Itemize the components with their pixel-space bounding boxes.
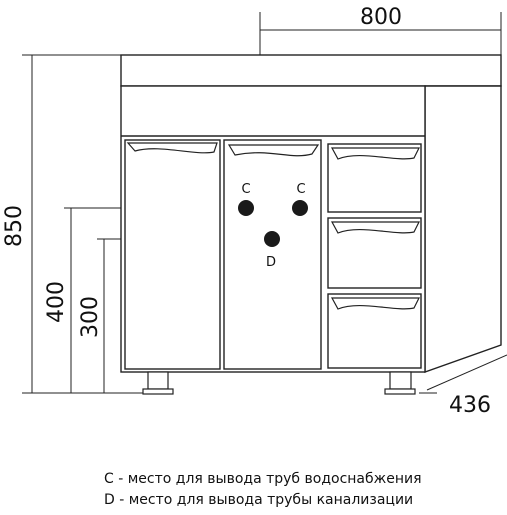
drain-label: D xyxy=(266,255,276,270)
middle-door-handle xyxy=(227,144,320,157)
supply-point-right xyxy=(292,200,308,216)
middle-door xyxy=(223,139,322,370)
depth-dimension-line xyxy=(426,354,507,391)
drawer-top-handle xyxy=(330,147,420,160)
leg-left-foot xyxy=(142,388,174,395)
drawer-middle-handle xyxy=(330,221,420,234)
width-value: 800 xyxy=(360,5,402,30)
drawer-bottom xyxy=(327,293,422,369)
drawer-middle xyxy=(327,217,422,289)
height-value: 850 xyxy=(2,205,27,247)
left-door-handle xyxy=(126,142,218,154)
countertop xyxy=(120,54,502,87)
leg-left xyxy=(147,371,169,390)
supply-point-left xyxy=(238,200,254,216)
leg-right xyxy=(389,371,412,390)
drain-height-value: 300 xyxy=(78,296,103,338)
legend-drain: D - место для вывода трубы канализации xyxy=(104,492,414,508)
legend-supply: С - место для вывода труб водоснабжения xyxy=(104,471,422,487)
vanity-cabinet xyxy=(120,54,502,373)
left-door xyxy=(124,139,221,370)
supply-label-right: C xyxy=(296,182,305,197)
leg-right-foot xyxy=(384,388,416,395)
supply-label-left: C xyxy=(241,182,250,197)
drain-point xyxy=(264,231,280,247)
drawer-top xyxy=(327,143,422,213)
side-panel xyxy=(424,85,502,373)
supply-height-value: 400 xyxy=(44,281,69,323)
depth-value: 436 xyxy=(449,393,491,418)
drawer-bottom-handle xyxy=(330,297,420,310)
